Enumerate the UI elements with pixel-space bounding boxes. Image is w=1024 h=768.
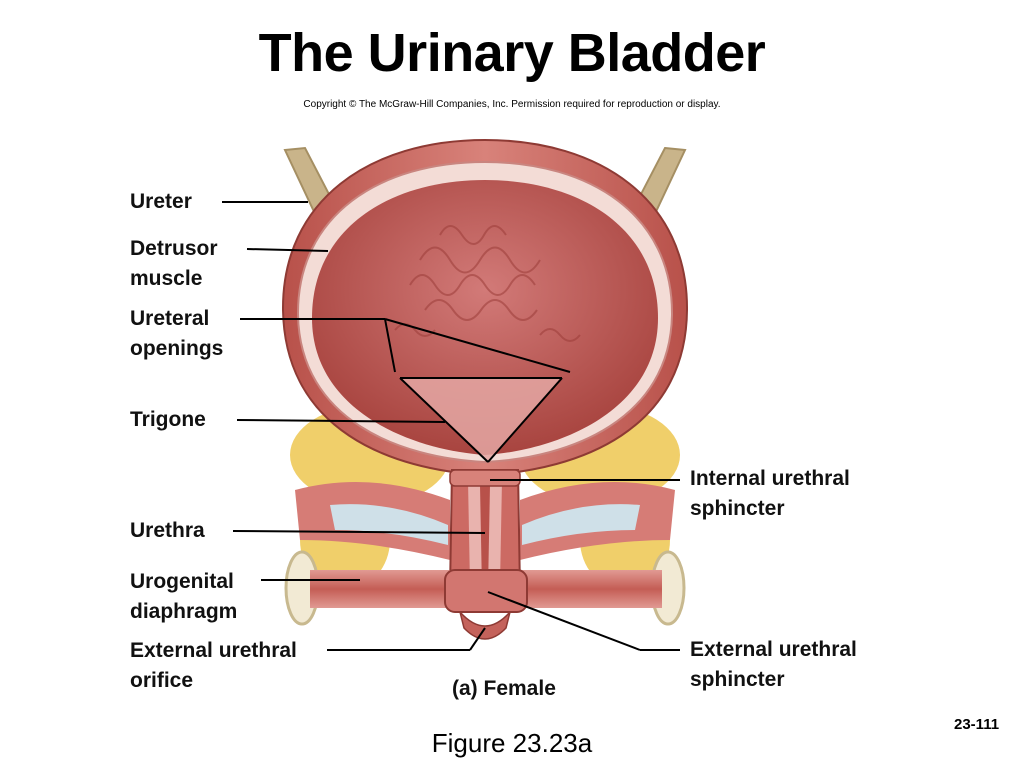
internal-sphincter-band: [449, 469, 521, 487]
rugae: [394, 225, 581, 342]
label-external-urethral-orifice: External urethral orifice: [130, 639, 297, 692]
copyright-notice: Copyright © The McGraw-Hill Companies, I…: [303, 99, 721, 110]
page-title: The Urinary Bladder: [258, 23, 766, 83]
trigone-region: [400, 378, 562, 462]
diagram-caption: (a) Female: [452, 677, 556, 700]
bladder-lumen: [312, 180, 658, 455]
label-detrusor-muscle: Detrusor muscle: [130, 237, 218, 290]
external-sphincter-band: [444, 569, 528, 613]
figure-number: Figure 23.23a: [431, 728, 593, 758]
label-external-urethral-sphincter: External urethral sphincter: [690, 638, 857, 691]
label-urethra: Urethra: [130, 519, 205, 542]
label-internal-urethral-sphincter: Internal urethral sphincter: [690, 467, 850, 520]
label-urogenital-diaphragm: Urogenital diaphragm: [130, 570, 238, 623]
page-number: 23-111: [954, 716, 1000, 733]
label-ureteral-openings: Ureteral openings: [130, 307, 224, 360]
label-trigone: Trigone: [130, 408, 206, 431]
label-ureter: Ureter: [130, 190, 192, 213]
